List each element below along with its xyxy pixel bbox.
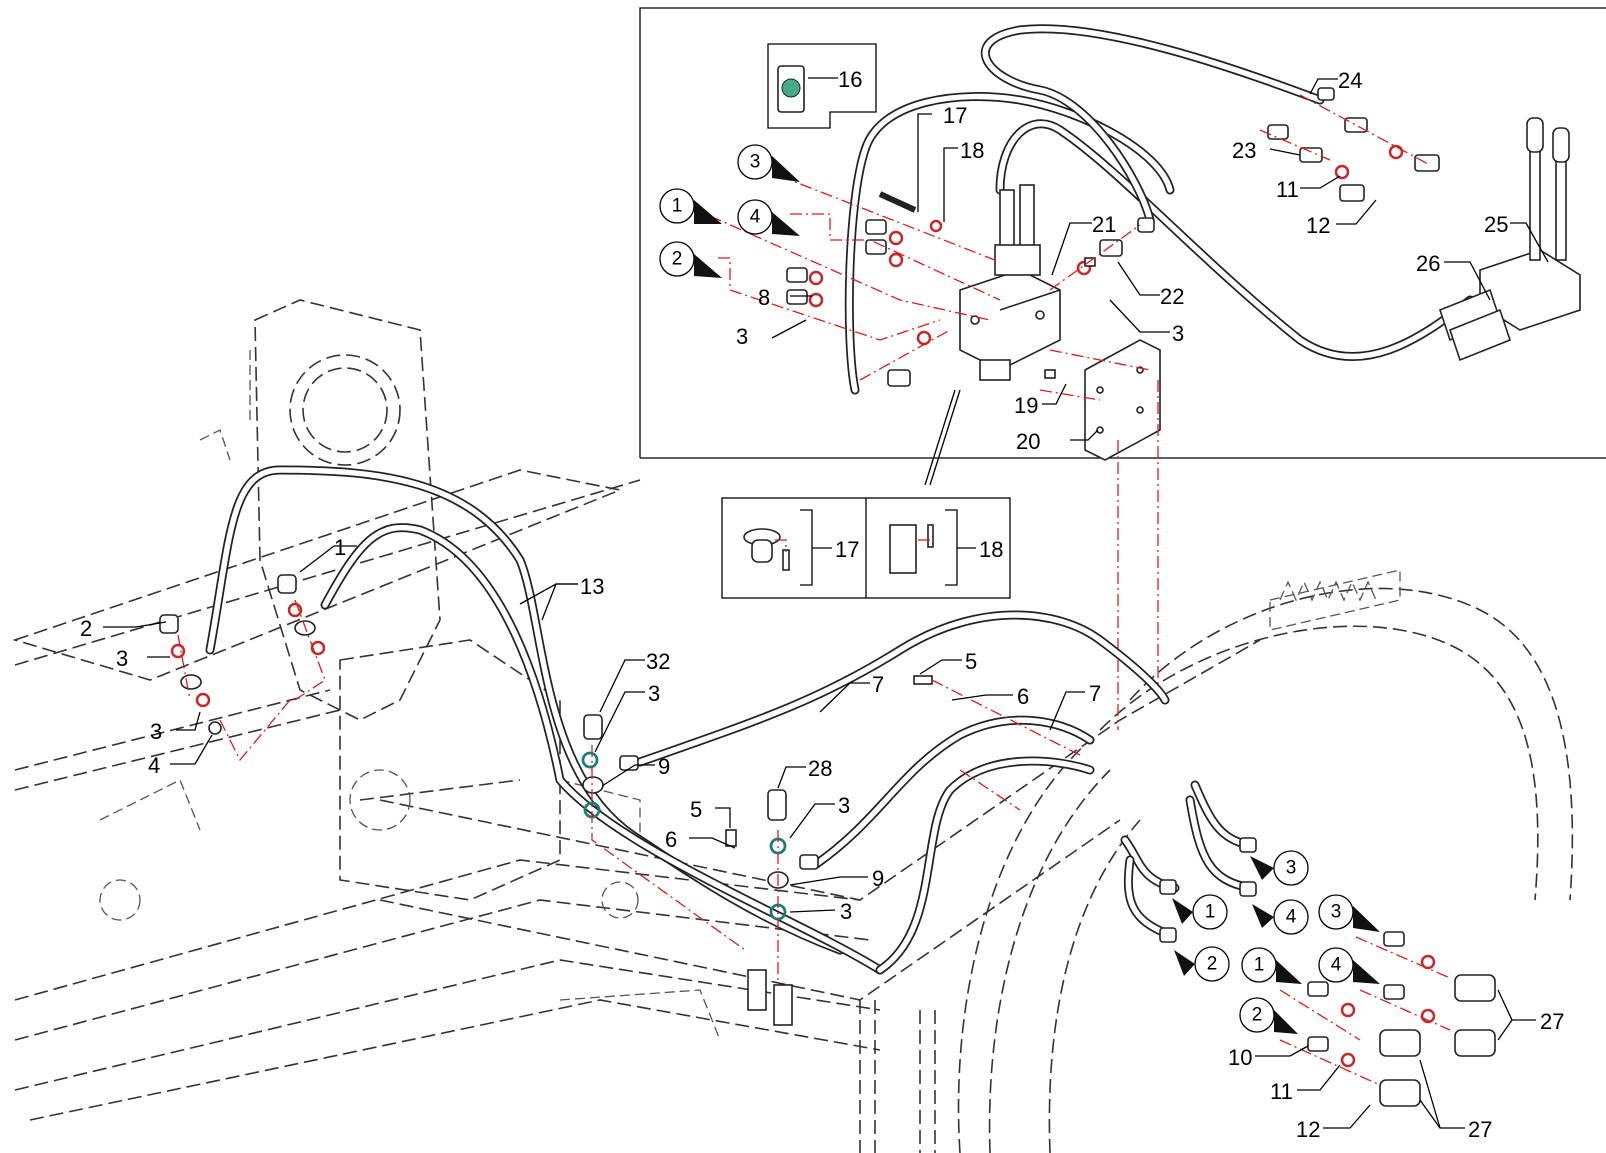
inset-part-labels: 16 17 18 21 22 3 8 3 19 20 24 23 11 12 2… [736, 67, 1508, 454]
part-label: 6 [665, 827, 677, 852]
part-label: 7 [1089, 681, 1101, 706]
part-label: 3 [838, 793, 850, 818]
svg-text:1: 1 [672, 196, 683, 217]
nut-block-part [889, 524, 917, 574]
part-label: 21 [1092, 212, 1116, 237]
inset-hoses [844, 24, 1475, 395]
inset-fittings [786, 87, 1440, 387]
svg-text:2: 2 [1207, 954, 1218, 975]
part-label: 5 [690, 797, 702, 822]
control-valve-block [959, 184, 1061, 381]
svg-text:4: 4 [750, 207, 761, 228]
ref-marker-lower-3: 3 [1250, 850, 1309, 886]
main-fittings [159, 574, 1496, 1107]
ref-marker-right-2: 2 [1239, 997, 1298, 1034]
part-label: 12 [1296, 1117, 1320, 1142]
svg-text:1: 1 [1205, 902, 1216, 923]
ref-marker-inset-3: 3 [737, 144, 800, 182]
ref-marker-lower-4: 4 [1252, 899, 1309, 935]
part-label: 5 [965, 649, 977, 674]
ref-marker-lower-2: 2 [1174, 946, 1230, 982]
part-label: 23 [1232, 138, 1256, 163]
part-label: 9 [658, 754, 670, 779]
part-label: 10 [1228, 1045, 1252, 1070]
leader-lines [103, 77, 1549, 1129]
main-connection-lines [177, 599, 1451, 1086]
hardware-detail-box [721, 389, 1011, 599]
part-label: 6 [1017, 684, 1029, 709]
part-label: 24 [1338, 68, 1362, 93]
part-label: 3 [736, 324, 748, 349]
part-label: 3 [116, 646, 128, 671]
part-label: 1 [334, 535, 346, 560]
mounting-plate [1084, 339, 1161, 461]
svg-text:3: 3 [1331, 902, 1342, 923]
part-label: 3 [840, 899, 852, 924]
part-label: 9 [872, 866, 884, 891]
main-part-labels: 1 2 3 3 4 13 32 3 9 7 5 6 7 28 3 5 6 9 3… [80, 535, 1564, 1142]
ref-marker-lower-1: 1 [1172, 894, 1228, 930]
svg-text:2: 2 [1252, 1005, 1263, 1026]
circled-reference-markers: 3 1 4 2 3 1 4 [659, 144, 1380, 1034]
part-label: 12 [1306, 213, 1330, 238]
part-label: 3 [1172, 321, 1184, 346]
part-label: 8 [758, 285, 770, 310]
ref-marker-right-4: 4 [1318, 947, 1380, 984]
inset-connection-lines [709, 94, 1431, 730]
part-label: 25 [1484, 212, 1508, 237]
svg-text:3: 3 [750, 152, 761, 173]
part-label: 27 [1468, 1117, 1492, 1142]
svg-text:4: 4 [1331, 955, 1342, 976]
part-label: 27 [1540, 1009, 1564, 1034]
ref-marker-right-3: 3 [1318, 894, 1380, 932]
part-label: 4 [148, 753, 160, 778]
part-label: 32 [646, 649, 670, 674]
part-label: 11 [1270, 1079, 1293, 1104]
part-label: 7 [872, 672, 884, 697]
part-label: 18 [960, 138, 984, 163]
part-label: 13 [580, 574, 604, 599]
part-label: 19 [1014, 393, 1038, 418]
hardware-part-labels: 17 18 [812, 537, 1003, 562]
ref-marker-right-1: 1 [1241, 947, 1302, 984]
part-label: 16 [838, 67, 862, 92]
part-label: 22 [1160, 284, 1184, 309]
part-label: 11 [1276, 177, 1299, 202]
part-label: 17 [943, 103, 967, 128]
svg-text:1: 1 [1254, 955, 1265, 976]
svg-text:4: 4 [1286, 907, 1297, 928]
part-label: 3 [648, 681, 660, 706]
part-label: 17 [835, 537, 859, 562]
ref-marker-inset-4: 4 [737, 199, 800, 236]
part-label: 3 [150, 719, 162, 744]
control-lever-assembly [1439, 117, 1581, 362]
part-label: 26 [1416, 251, 1440, 276]
part-label: 2 [80, 616, 92, 641]
ref-marker-inset-2: 2 [659, 241, 722, 278]
part-label: 28 [808, 756, 832, 781]
svg-text:3: 3 [1286, 858, 1297, 879]
inset-detail-box [639, 7, 1606, 459]
ref-marker-inset-1: 1 [659, 188, 722, 224]
part-label: 18 [979, 537, 1003, 562]
svg-text:2: 2 [672, 249, 683, 270]
part-label: 20 [1016, 429, 1040, 454]
machine-frame-outline [12, 299, 1574, 1153]
